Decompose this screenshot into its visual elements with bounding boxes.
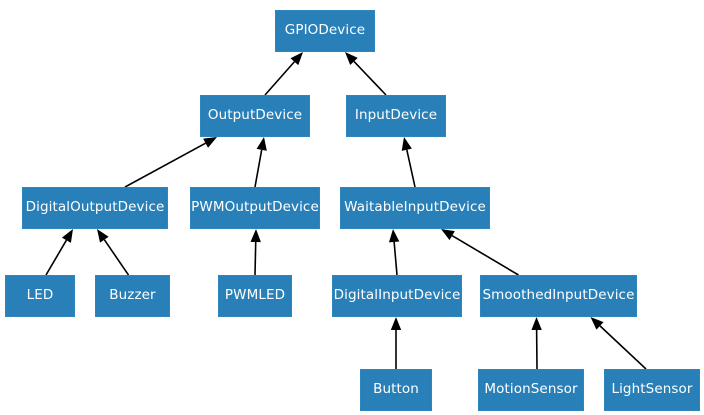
class-node-label: PWMOutputDevice (191, 199, 319, 216)
class-node-inputdevice[interactable]: InputDevice (346, 95, 446, 137)
class-node-digitaloutputdevice[interactable]: DigitalOutputDevice (22, 187, 168, 229)
class-node-label: SmoothedInputDevice (482, 287, 635, 304)
class-node-led[interactable]: LED (5, 275, 75, 317)
class-node-label: LightSensor (611, 381, 693, 398)
class-node-label: InputDevice (354, 107, 438, 124)
class-node-digitalinputdevice[interactable]: DigitalInputDevice (332, 275, 462, 317)
class-node-outputdevice[interactable]: OutputDevice (200, 95, 310, 137)
class-node-lightsensor[interactable]: LightSensor (604, 369, 700, 411)
class-node-pwmled[interactable]: PWMLED (218, 275, 292, 317)
class-node-pwmoutputdevice[interactable]: PWMOutputDevice (190, 187, 320, 229)
class-node-label: LED (26, 287, 54, 304)
class-node-button[interactable]: Button (360, 369, 432, 411)
class-node-label: GPIODevice (284, 22, 366, 39)
class-node-gpiodevice[interactable]: GPIODevice (275, 10, 375, 52)
class-node-buzzer[interactable]: Buzzer (95, 275, 170, 317)
class-node-label: OutputDevice (207, 107, 303, 124)
class-node-label: PWMLED (224, 287, 286, 304)
class-node-label: MotionSensor (484, 381, 578, 398)
class-node-smoothedinputdevice[interactable]: SmoothedInputDevice (480, 275, 637, 317)
class-node-motionsensor[interactable]: MotionSensor (478, 369, 584, 411)
class-node-label: DigitalInputDevice (333, 287, 461, 304)
class-node-label: WaitableInputDevice (344, 199, 486, 216)
class-node-waitableinputdevice[interactable]: WaitableInputDevice (340, 187, 490, 229)
class-node-label: DigitalOutputDevice (25, 199, 165, 216)
class-node-label: Button (373, 381, 419, 398)
class-node-label: Buzzer (109, 287, 156, 304)
